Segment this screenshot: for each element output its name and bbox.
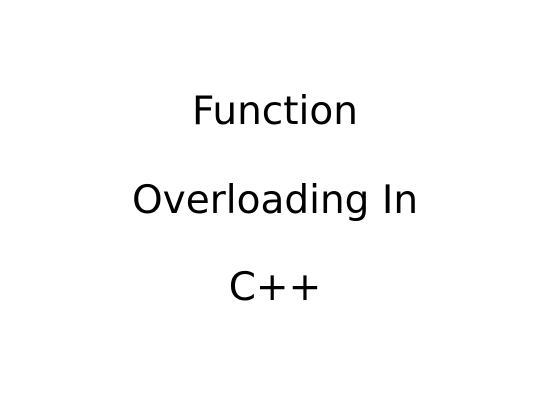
slide-title-line-3: C++: [228, 265, 322, 310]
slide-title-line-2: Overloading In: [131, 178, 419, 223]
slide-title-line-1: Function: [192, 89, 358, 134]
